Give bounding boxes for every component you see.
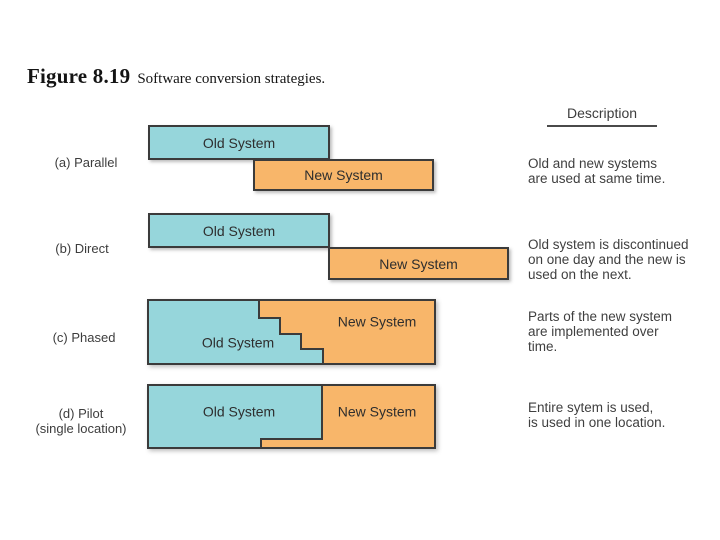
- row-label-phased: (c) Phased: [52, 330, 116, 345]
- description-line: Old and new systems: [528, 156, 658, 171]
- description-phased: Parts of the new system are implemented …: [528, 309, 718, 354]
- description-line: Parts of the new system: [528, 309, 673, 324]
- description-line: used on the next.: [528, 267, 632, 282]
- direct-new-system-box: New System: [328, 247, 509, 280]
- description-line: is used in one location.: [528, 415, 666, 430]
- pilot-new-system-label: New System: [338, 404, 417, 420]
- row-label-parallel: (a) Parallel: [54, 155, 118, 170]
- figure-caption: Software conversion strategies.: [137, 71, 326, 87]
- description-pilot: Entire sytem is used, is used in one loc…: [528, 400, 718, 430]
- phased-new-system-shape: [258, 299, 436, 365]
- row-label-pilot-line1: (d) Pilot: [58, 406, 104, 421]
- row-label-pilot: (d) Pilot (single location): [18, 406, 144, 436]
- pilot-old-system-label: Old System: [203, 404, 275, 420]
- parallel-new-system-box: New System: [253, 159, 434, 191]
- figure-number: Figure 8.19: [27, 64, 131, 88]
- description-line: time.: [528, 339, 558, 354]
- direct-old-system-label: Old System: [202, 222, 276, 239]
- direct-new-system-label: New System: [379, 255, 458, 272]
- figure-title: Figure 8.19 Software conversion strategie…: [27, 64, 325, 89]
- parallel-old-system-label: Old System: [202, 134, 276, 151]
- description-line: Entire sytem is used,: [528, 400, 654, 415]
- pilot-new-system-shape: [260, 384, 436, 449]
- direct-old-system-box: Old System: [148, 213, 330, 248]
- description-line: on one day and the new is: [528, 252, 686, 267]
- description-direct: Old system is discontinued on one day an…: [528, 237, 718, 282]
- description-parallel: Old and new systems are used at same tim…: [528, 156, 718, 186]
- description-line: are used at same time.: [528, 171, 666, 186]
- parallel-old-system-box: Old System: [148, 125, 330, 160]
- phased-new-system-label: New System: [338, 314, 417, 330]
- parallel-new-system-label: New System: [304, 167, 383, 183]
- description-line: Old system is discontinued: [528, 237, 689, 252]
- phased-diagram: Old System New System: [147, 299, 436, 365]
- phased-old-system-label: Old System: [202, 335, 274, 351]
- row-label-pilot-line2: (single location): [35, 421, 127, 436]
- pilot-diagram: Old System New System: [147, 384, 436, 449]
- row-label-direct: (b) Direct: [55, 241, 109, 256]
- description-line: are implemented over: [528, 324, 659, 339]
- description-header: Description: [547, 105, 657, 127]
